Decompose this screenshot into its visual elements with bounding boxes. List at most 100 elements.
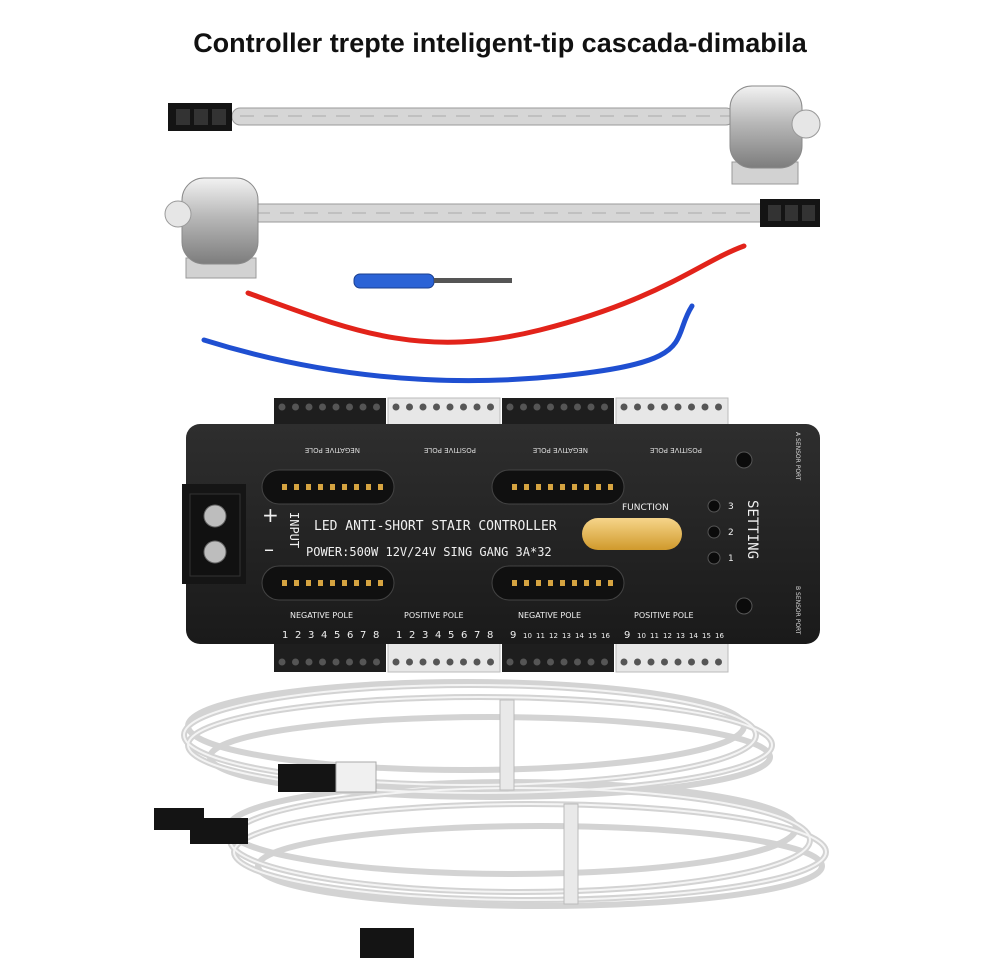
terminal-screw — [446, 403, 454, 411]
terminal-screw — [332, 403, 340, 411]
pin-number: 6 — [461, 630, 467, 641]
connector-contact — [282, 484, 287, 490]
pin-number: 7 — [360, 630, 366, 641]
terminal-screw — [647, 658, 655, 666]
connector-contact — [294, 580, 299, 586]
terminal-screw — [305, 403, 313, 411]
sensor-cable-bottom — [164, 177, 820, 279]
input-label: INPUT — [287, 512, 301, 548]
function-button[interactable] — [582, 518, 682, 550]
connector-plug — [154, 761, 414, 958]
connector-contact — [294, 484, 299, 490]
connector-contact — [560, 580, 565, 586]
negative-pole-label: NEGATIVE POLE — [518, 611, 581, 620]
terminal-screw — [587, 658, 595, 666]
positive-pole-label: POSITIVE POLE — [424, 446, 476, 454]
pin-number: 16 — [601, 632, 610, 640]
screwdriver — [353, 273, 512, 289]
blue-wire — [201, 303, 695, 384]
connector-contact — [366, 484, 371, 490]
cable-tie — [563, 803, 579, 905]
input-minus-label: – — [264, 537, 274, 561]
connector-contact — [536, 484, 541, 490]
connector-contact — [378, 580, 383, 586]
terminal-screw — [620, 658, 628, 666]
terminal-screw — [319, 403, 326, 411]
red-wire — [245, 243, 747, 345]
terminal-screw — [305, 658, 313, 666]
terminal-screw — [373, 658, 380, 666]
connector-contact — [512, 580, 517, 586]
negative-pole-label: NEGATIVE POLE — [290, 611, 353, 620]
positive-pole-label: POSITIVE POLE — [634, 611, 694, 620]
terminal-screw — [278, 658, 286, 666]
pir-sensor-housing — [181, 177, 259, 265]
connector-contact — [318, 484, 323, 490]
terminal-screw — [473, 658, 481, 666]
pin-number: 2 — [295, 630, 301, 641]
connector-contact — [354, 580, 359, 586]
connector-contact — [548, 580, 553, 586]
terminal-screw — [278, 403, 286, 411]
connector-contact — [608, 580, 613, 586]
terminal-screw — [487, 658, 494, 666]
terminal-screw — [433, 403, 440, 411]
pin-number: 1 — [282, 630, 288, 641]
pin-number: 2 — [409, 630, 415, 641]
terminal-screw — [346, 658, 353, 666]
positive-pole-label: POSITIVE POLE — [404, 611, 464, 620]
pin-number: 12 — [663, 632, 672, 640]
negative-pole-label: NEGATIVE POLE — [533, 446, 588, 454]
terminal-screw — [392, 658, 400, 666]
terminal-screw — [520, 658, 527, 666]
pin-number: 4 — [435, 630, 441, 641]
pin-number: 3 — [422, 630, 428, 641]
negative-pole-label: NEGATIVE POLE — [305, 446, 360, 454]
pin-number: 10 — [523, 632, 532, 640]
terminal-screw — [506, 403, 514, 411]
sensor-cable-top — [168, 85, 821, 185]
positive-pole-label: POSITIVE POLE — [650, 446, 702, 454]
terminal-screw — [547, 658, 554, 666]
function-label: FUNCTION — [622, 503, 669, 513]
sensor-lens — [791, 109, 821, 139]
terminal-screw — [359, 403, 367, 411]
terminal-screw — [292, 403, 299, 411]
terminal-screw — [587, 403, 595, 411]
page-title: Controller trepte inteligent-tip cascada… — [193, 28, 807, 58]
connector-contact — [548, 484, 553, 490]
terminal-screw — [433, 658, 440, 666]
stair-controller-board: LED ANTI-SHORT STAIR CONTROLLER POWER:50… — [182, 397, 820, 673]
pin-number: 15 — [702, 632, 711, 640]
terminal-screw — [332, 658, 340, 666]
connector-contact — [354, 484, 359, 490]
connector-contact — [378, 484, 383, 490]
terminal-screw — [292, 658, 299, 666]
terminal-screw — [520, 403, 527, 411]
terminal-screw — [359, 658, 367, 666]
connector-contact — [306, 580, 311, 586]
terminal-screw — [406, 658, 413, 666]
terminal-screw — [406, 403, 413, 411]
terminal-screw — [715, 403, 722, 411]
pin-number: 15 — [588, 632, 597, 640]
connector-contact — [536, 580, 541, 586]
connector-contact — [330, 484, 335, 490]
connector-contact — [282, 580, 287, 586]
pin-number: 11 — [650, 632, 659, 640]
terminal-screw — [346, 403, 353, 411]
terminal-screw — [319, 658, 326, 666]
terminal-screw — [574, 403, 581, 411]
pin-number: 5 — [448, 630, 454, 641]
pin-number: 5 — [334, 630, 340, 641]
connector-contact — [318, 580, 323, 586]
pin-dot-row — [278, 403, 722, 666]
cable-tie — [499, 699, 515, 791]
connector-contact — [512, 484, 517, 490]
connector-contact — [608, 484, 613, 490]
pin-number: 14 — [689, 632, 698, 640]
board-name-label: LED ANTI-SHORT STAIR CONTROLLER — [314, 519, 557, 534]
dip-number-2: 2 — [728, 528, 734, 538]
connector-contact — [572, 580, 577, 586]
